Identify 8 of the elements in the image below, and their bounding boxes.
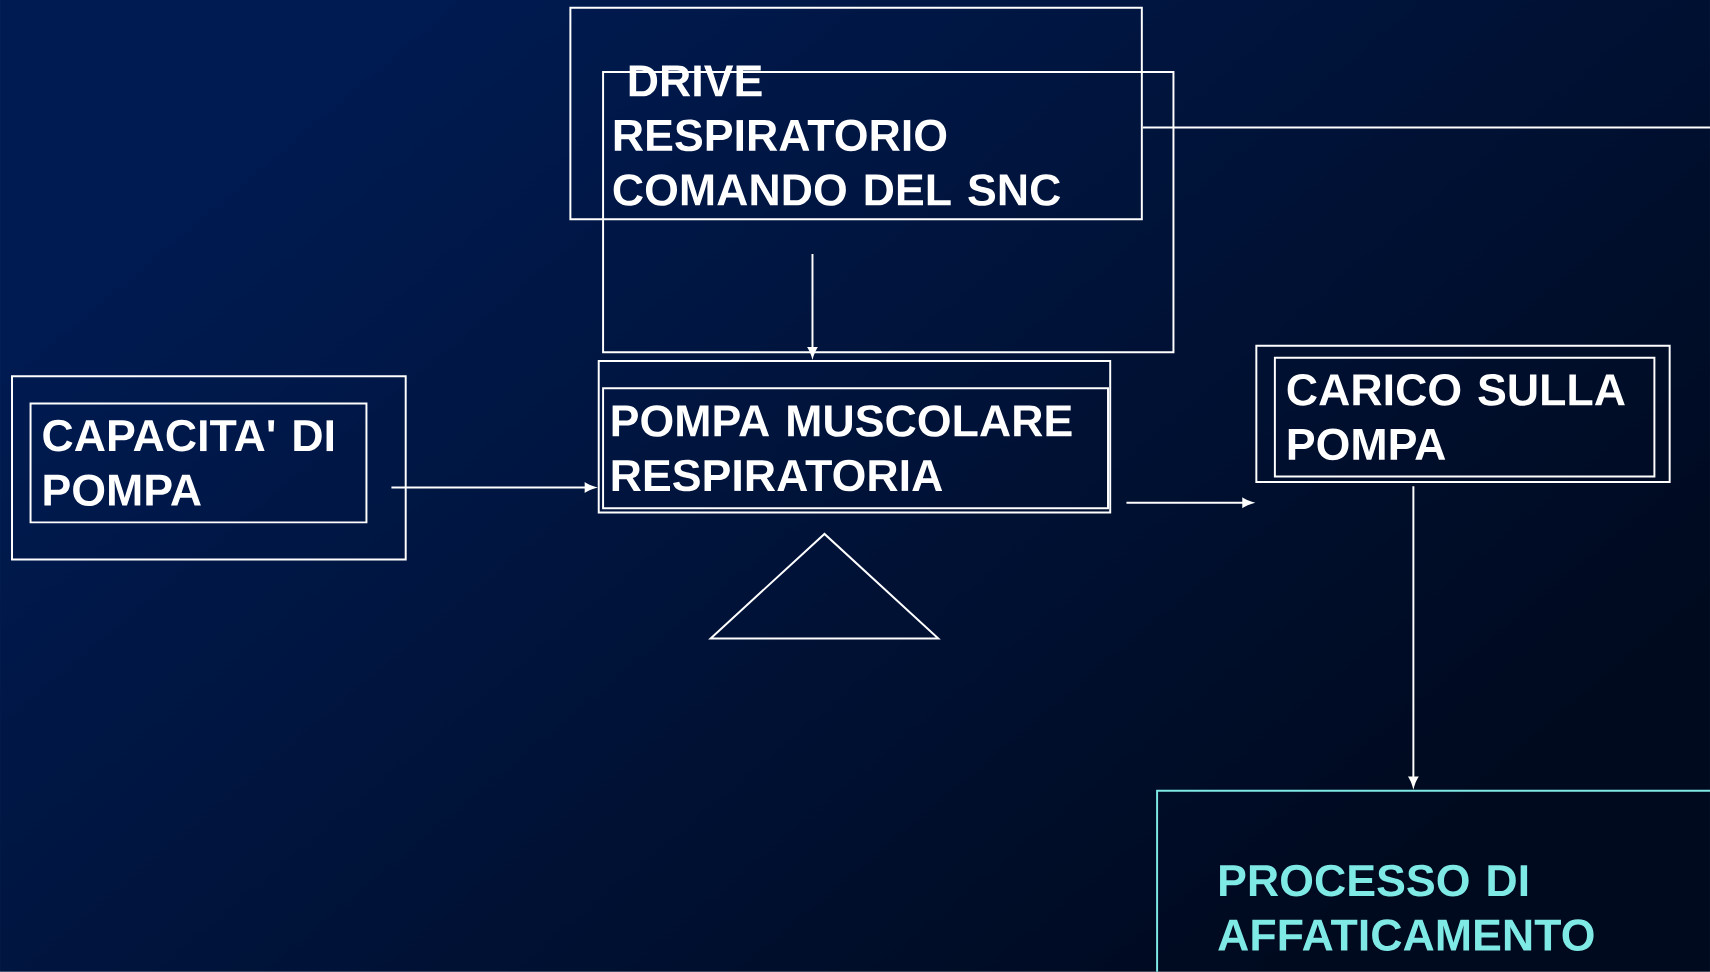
text-box: CAPACITA' DI POMPA bbox=[11, 375, 407, 561]
text-box: PROCESSO DI AFFATICAMENTO bbox=[1156, 789, 1710, 972]
arrow bbox=[807, 253, 818, 358]
text-box: CARICO SULLA POMPA bbox=[1255, 344, 1671, 484]
arrow bbox=[1125, 498, 1253, 508]
arrow bbox=[390, 483, 596, 493]
text-box: POMPA MUSCOLARE RESPIRATORIA bbox=[597, 360, 1112, 514]
arrow bbox=[1408, 485, 1418, 788]
